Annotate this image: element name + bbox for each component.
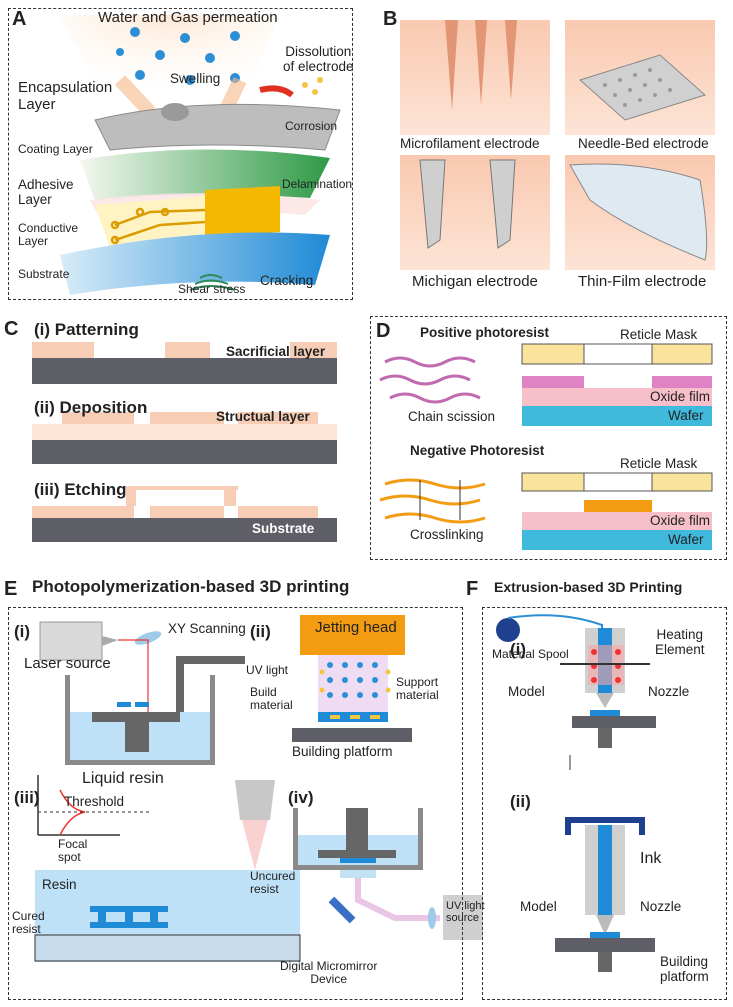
uvsource-label: UV light source: [446, 900, 485, 925]
nozzle-label-2: Nozzle: [640, 899, 682, 914]
panel-d-frame: [370, 316, 727, 560]
liquid-label: Liquid resin: [82, 770, 164, 787]
panel-c-illustration: [32, 342, 337, 542]
resin-label: Resin: [42, 877, 77, 892]
reticle-label-1: Reticle Mask: [620, 327, 698, 342]
panel-d-illustration: [379, 343, 713, 550]
panel-c-label: C: [4, 318, 19, 340]
structural-label: Structual layer: [216, 409, 310, 424]
ink-label: Ink: [640, 850, 662, 867]
dissolution-label: Dissolution of electrode: [283, 44, 354, 74]
michigan-label: Michigan electrode: [412, 273, 538, 290]
corrosion-label: Corrosion: [285, 119, 338, 133]
focal-label: Focal spot: [58, 837, 88, 865]
conductive-label: Conductive Layer: [18, 221, 79, 249]
cracking-label: Cracking: [260, 273, 314, 288]
dmd-label: Digital Micromirror Device: [280, 959, 378, 987]
uv-label: UV light: [246, 663, 289, 677]
delamination-label: Delamination: [282, 177, 353, 191]
coating-label: Coating Layer: [18, 142, 93, 156]
panel-e-illustration: [34, 615, 483, 962]
wafer-label-2: Wafer: [668, 532, 704, 547]
panel-f-label: F: [466, 578, 479, 600]
panel-e-title: Photopolymerization-based 3D printing: [32, 577, 350, 596]
microfilament-label: Microfilament electrode: [400, 136, 540, 151]
oxide-label-1: Oxide film: [650, 389, 711, 404]
encapsulation-label: Encapsulation Layer: [18, 79, 113, 113]
deposition-label: (ii) Deposition: [34, 398, 148, 417]
heating-label: Heating Element: [655, 627, 705, 657]
swelling-label: Swelling: [170, 71, 221, 86]
panel-e-frame: [8, 607, 463, 1000]
cured-label: Cured resist: [12, 909, 45, 937]
adhesive-label: Adhesive Layer: [18, 177, 74, 207]
f-i-label: (i): [510, 640, 527, 659]
panel-a-label: A: [12, 8, 27, 30]
e-iv-label: (iv): [288, 788, 314, 807]
nozzle-label-1: Nozzle: [648, 684, 690, 699]
platform-label-e: Building platform: [292, 744, 393, 759]
platform-label-f: Building platform: [660, 954, 709, 984]
support-label: Support material: [396, 675, 439, 703]
water-gas-label: Water and Gas permeation: [98, 9, 278, 26]
thin-film-label: Thin-Film electrode: [578, 273, 707, 290]
chain-label: Chain scission: [408, 409, 496, 424]
substrate-label-a: Substrate: [18, 267, 70, 281]
panel-f-illustration: [496, 614, 656, 972]
needle-bed-label: Needle-Bed electrode: [578, 136, 709, 151]
panel-d-label: D: [376, 320, 391, 342]
xy-label: XY Scanning: [168, 621, 246, 636]
patterning-label: (i) Patterning: [34, 320, 139, 339]
build-label: Build material: [250, 685, 293, 713]
panel-e-label: E: [4, 578, 18, 600]
panel-b-label: B: [383, 8, 398, 30]
substrate-label-c: Substrate: [252, 521, 315, 536]
panel-a-illustration: [60, 15, 341, 295]
model-label-2: Model: [520, 899, 557, 914]
oxide-label-2: Oxide film: [650, 513, 711, 528]
shear-label: Shear stress: [178, 282, 246, 296]
f-ii-label: (ii): [510, 792, 531, 811]
panel-b-illustration: [400, 20, 715, 270]
crosslink-label: Crosslinking: [410, 527, 484, 542]
model-label-1: Model: [508, 684, 545, 699]
etching-label: (iii) Etching: [34, 480, 127, 499]
e-ii-label: (ii): [250, 622, 271, 641]
e-i-label: (i): [14, 622, 31, 641]
panel-f-title: Extrusion-based 3D Printing: [494, 579, 683, 595]
e-iii-label: (iii): [14, 788, 40, 807]
jetting-label: Jetting head: [315, 619, 397, 636]
spool-label: Material Spool: [492, 647, 569, 661]
uncured-label: Uncured resist: [250, 869, 296, 897]
negative-label: Negative Photoresist: [410, 443, 545, 458]
laser-label: Laser source: [24, 655, 111, 672]
wafer-label-1: Wafer: [668, 408, 704, 423]
panel-a-frame: [8, 8, 353, 300]
reticle-label-2: Reticle Mask: [620, 456, 698, 471]
sacrificial-label: Sacrificial layer: [226, 344, 326, 359]
panel-f-frame: [482, 607, 727, 1000]
threshold-label: Threshold: [64, 794, 125, 809]
positive-label: Positive photoresist: [420, 325, 550, 340]
